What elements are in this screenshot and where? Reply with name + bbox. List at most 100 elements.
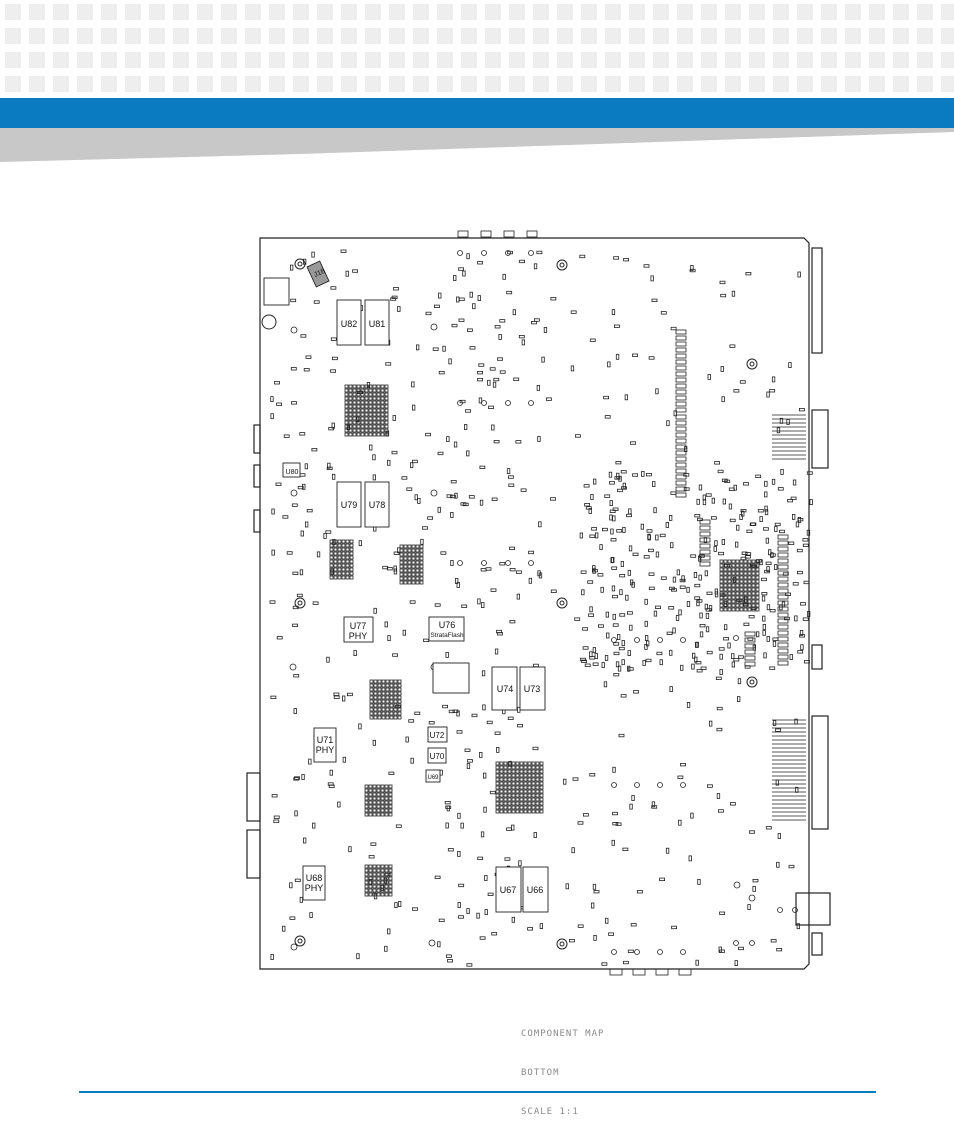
bga-pad [719, 607, 724, 612]
bga-pad [747, 587, 752, 592]
header-dot [317, 4, 333, 20]
passive-component [747, 904, 751, 910]
passive-component [627, 949, 634, 953]
passive-component [694, 583, 701, 588]
bga-pad [415, 564, 420, 569]
passive-component [368, 879, 373, 885]
label-u82: U82 [341, 319, 358, 329]
bga-pad [376, 880, 381, 885]
bga-pad [503, 793, 508, 798]
bga-pad [372, 804, 377, 809]
bga-pad [349, 571, 354, 576]
bga-pad [372, 784, 377, 789]
bga-pad [739, 587, 744, 592]
bga-pad [747, 607, 752, 612]
bga-pad [731, 599, 736, 604]
label-u76: U76 [439, 620, 456, 630]
resistor-pack [675, 480, 687, 486]
bga-pad [389, 699, 394, 704]
passive-component [276, 636, 283, 640]
resistor-pack [675, 426, 687, 432]
edge-connector [609, 968, 623, 976]
bga-pad [411, 544, 416, 549]
bga-pad [531, 793, 536, 798]
passive-component [466, 253, 470, 260]
passive-component [644, 598, 648, 605]
bga-pad [384, 404, 389, 409]
passive-component [676, 569, 680, 576]
bga-pad [389, 687, 394, 692]
bga-pad [372, 880, 377, 885]
bga-pad [385, 679, 390, 684]
passive-component [794, 615, 798, 622]
bga-pad [376, 392, 381, 397]
resistor-pack [675, 401, 687, 407]
passive-component [792, 514, 796, 520]
bga-pad [368, 892, 373, 897]
bga-pad [337, 555, 342, 560]
passive-component [613, 673, 620, 677]
passive-component [587, 580, 594, 584]
bga-pad [372, 420, 377, 425]
resistor-pack [675, 383, 687, 389]
board-outline [246, 237, 831, 970]
bga-pad [735, 563, 740, 568]
passive-component [458, 267, 465, 271]
bga-pad [739, 567, 744, 572]
bga-pad [755, 559, 760, 564]
bga-pad [341, 571, 346, 576]
header-dot [125, 76, 141, 92]
passive-component [493, 377, 500, 382]
passive-component [750, 606, 757, 610]
bga-pad [527, 769, 532, 774]
passive-component [457, 812, 461, 819]
bga-pad [384, 884, 389, 889]
passive-component [589, 534, 596, 538]
passive-component [584, 663, 591, 667]
passive-component [420, 538, 424, 545]
header-dot [533, 4, 549, 20]
bga-pad [337, 563, 342, 568]
header-dot [773, 52, 789, 68]
bga-pad [377, 695, 382, 700]
bga-pad [727, 591, 732, 596]
bga-pad [407, 568, 412, 573]
bga-pad [380, 408, 385, 413]
passive-component [533, 663, 539, 668]
passive-component [437, 941, 441, 948]
passive-component [670, 491, 677, 495]
bga-pad [751, 587, 756, 592]
via [290, 489, 298, 497]
passive-component [749, 830, 755, 834]
passive-component [591, 527, 597, 531]
header-dot [605, 52, 621, 68]
passive-component [598, 624, 604, 628]
header-dot [893, 76, 909, 92]
resistor-pack [675, 474, 687, 480]
bga-pad [364, 420, 369, 425]
bga-pad [515, 781, 520, 786]
passive-component [326, 466, 333, 471]
bga-pad [419, 560, 424, 565]
passive-component [574, 617, 581, 621]
bga-pad [352, 388, 357, 393]
bga-pad [364, 804, 369, 809]
bga-pad [739, 575, 744, 580]
bga-pad [495, 785, 500, 790]
bga-pad [376, 404, 381, 409]
passive-component [536, 384, 540, 391]
bga-pad [384, 384, 389, 389]
passive-component [477, 598, 481, 605]
passive-component [681, 575, 685, 582]
passive-component [550, 497, 556, 501]
header-dot [173, 4, 189, 20]
resistor-pack [777, 648, 789, 654]
passive-component [527, 927, 533, 931]
bga-pad [539, 789, 544, 794]
header-dot [461, 28, 477, 44]
caption-line-1: COMPONENT MAP [521, 1029, 605, 1039]
bga-pad [376, 400, 381, 405]
resistor-pack [675, 462, 687, 468]
bga-pad [364, 416, 369, 421]
bga-pad [719, 559, 724, 564]
